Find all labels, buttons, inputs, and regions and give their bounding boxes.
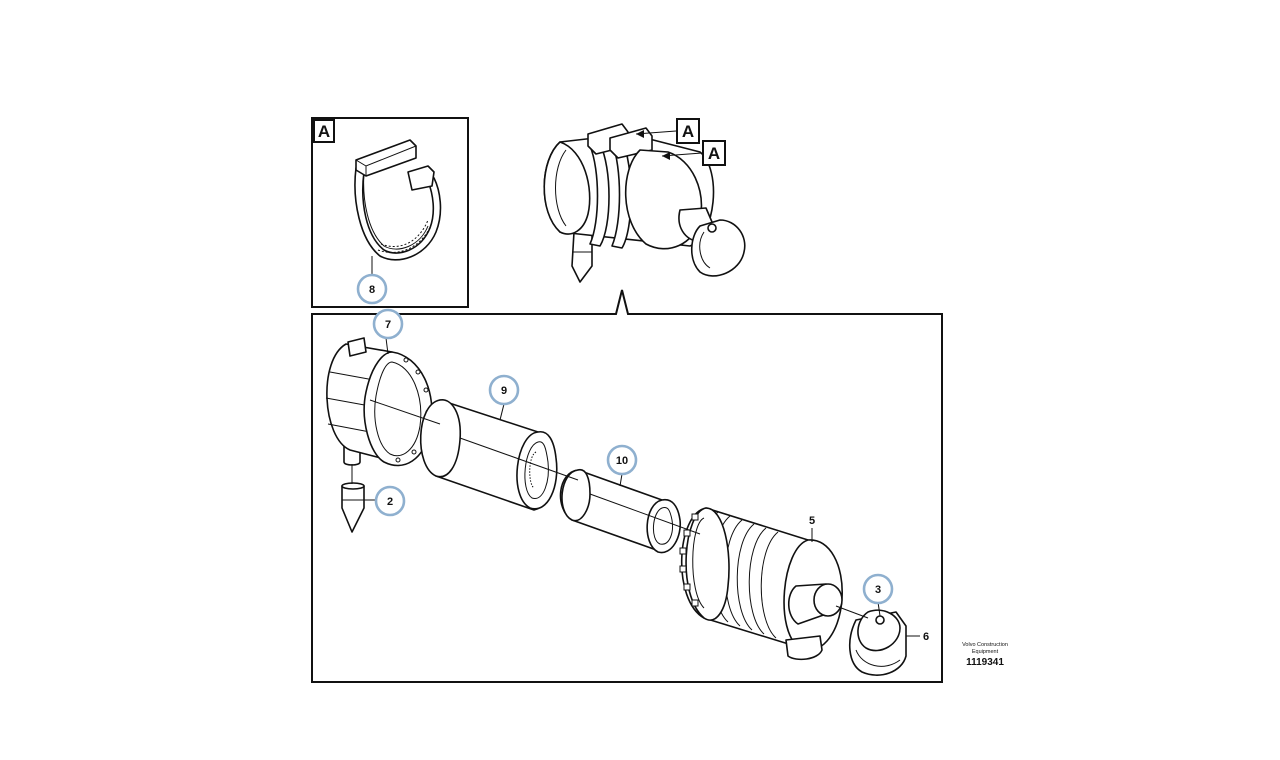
svg-text:3: 3 [875, 584, 881, 596]
assembly-axis-lines [351, 399, 869, 619]
label-5: 5 [809, 515, 815, 527]
view-a-marker-2 [702, 140, 726, 166]
assembled-air-cleaner: A A [543, 118, 746, 283]
callout-2: 2 [374, 485, 406, 517]
detail-frame [311, 117, 469, 308]
svg-text:10: 10 [616, 455, 628, 467]
svg-text:7: 7 [385, 319, 391, 331]
label-6: 6 [923, 631, 929, 643]
svg-text:8: 8 [369, 284, 375, 296]
part-10-safety-filter [559, 469, 682, 554]
clamp-part [354, 139, 442, 261]
svg-text:A: A [682, 122, 694, 141]
svg-text:9: 9 [501, 385, 507, 397]
part-7-housing-section [325, 337, 433, 467]
leader-10 [619, 473, 623, 487]
detail-view-label-box [313, 119, 335, 143]
callout-7: 7 [372, 308, 404, 340]
manufacturer-line-1: Volvo Construction [962, 642, 1008, 648]
leader-3 [877, 601, 881, 617]
part-2-valve [341, 482, 365, 533]
detail-view-label: A [318, 122, 330, 141]
part-3-pin [875, 615, 885, 625]
part-9-main-filter [419, 399, 558, 511]
svg-text:A: A [708, 144, 720, 163]
callout-10: 10 [606, 444, 638, 476]
part-5-cover [679, 507, 843, 661]
callout-3: 3 [862, 573, 894, 605]
figure-number: 1119341 [966, 657, 1004, 668]
part-6-inlet-hood [849, 609, 907, 676]
leader-9 [499, 403, 505, 421]
leader-7 [385, 337, 389, 355]
view-a-marker-1 [676, 118, 700, 144]
svg-text:2: 2 [387, 496, 393, 508]
callout-9: 9 [488, 374, 520, 406]
detail-view-a: A 8 [311, 117, 469, 308]
exploded-view-frame [311, 289, 943, 683]
callout-8: 8 [356, 273, 388, 305]
figure-caption: Volvo Construction Equipment 1119341 [945, 642, 1025, 668]
manufacturer-line-2: Equipment [971, 649, 999, 655]
